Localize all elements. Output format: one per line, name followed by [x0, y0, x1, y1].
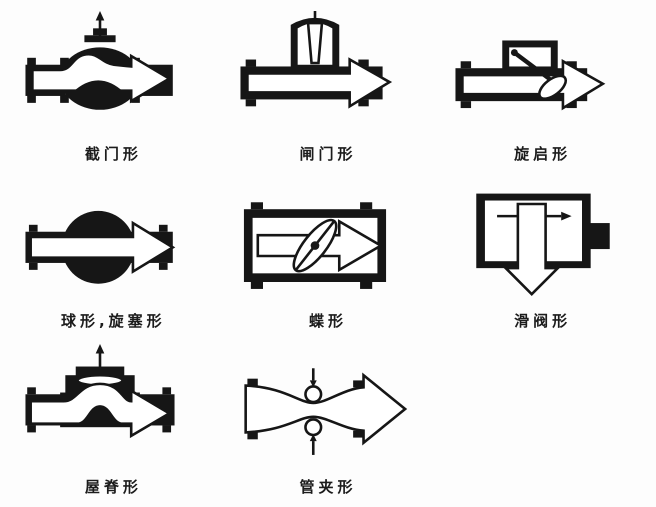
valve-cell-weir: 屋脊形 — [6, 337, 221, 503]
globe-valve-icon — [25, 11, 174, 111]
valve-label-butterfly: 蝶形 — [308, 311, 347, 330]
valve-cell-globe: 截门形 — [6, 4, 221, 170]
bonnet — [501, 40, 558, 71]
valve-cell-slide: 滑阀形 — [435, 170, 650, 336]
empty-cell — [435, 337, 650, 503]
valve-cell-swing: 旋启形 — [435, 4, 650, 170]
pinch-valve-icon — [244, 368, 408, 455]
slide-valve-icon — [475, 193, 610, 296]
valve-label-gate: 闸门形 — [299, 145, 357, 164]
flow-arrow — [460, 59, 606, 111]
valve-cell-pinch: 管夹形 — [221, 337, 436, 503]
valve-label-pinch: 管夹形 — [299, 477, 357, 496]
swing-check-valve-icon — [455, 40, 606, 111]
gate-valve-icon — [240, 11, 393, 109]
valve-cell-butterfly: 蝶形 — [221, 170, 436, 336]
flow-arrow — [29, 220, 176, 274]
flow-arrow — [29, 382, 173, 439]
pinched-pipe-arrow — [244, 372, 408, 446]
valve-label-slide: 滑阀形 — [514, 311, 572, 330]
valve-label-ball: 球形,旋塞形 — [60, 311, 166, 330]
butterfly-disc — [292, 218, 338, 273]
valve-label-weir: 屋脊形 — [84, 477, 142, 496]
flow-arrow — [246, 57, 393, 109]
flow-arrow — [31, 53, 173, 104]
down-flow-arrow — [502, 202, 561, 296]
squeeze-arrows — [309, 368, 317, 455]
valve-cell-gate: 闸门形 — [221, 4, 436, 170]
stem-arrow — [76, 343, 125, 377]
bonnet — [290, 11, 340, 69]
butterfly-valve-icon — [243, 201, 387, 289]
stem-arrow — [84, 11, 116, 43]
weir-valve-icon — [25, 343, 175, 439]
valve-cell-ball: 球形,旋塞形 — [6, 170, 221, 336]
pinch-rollers — [304, 385, 323, 437]
swing-disc — [510, 49, 567, 101]
valve-label-globe: 截门形 — [84, 145, 142, 164]
valve-label-swing: 旋启形 — [514, 145, 572, 164]
ball-plug-valve-icon — [25, 210, 176, 284]
